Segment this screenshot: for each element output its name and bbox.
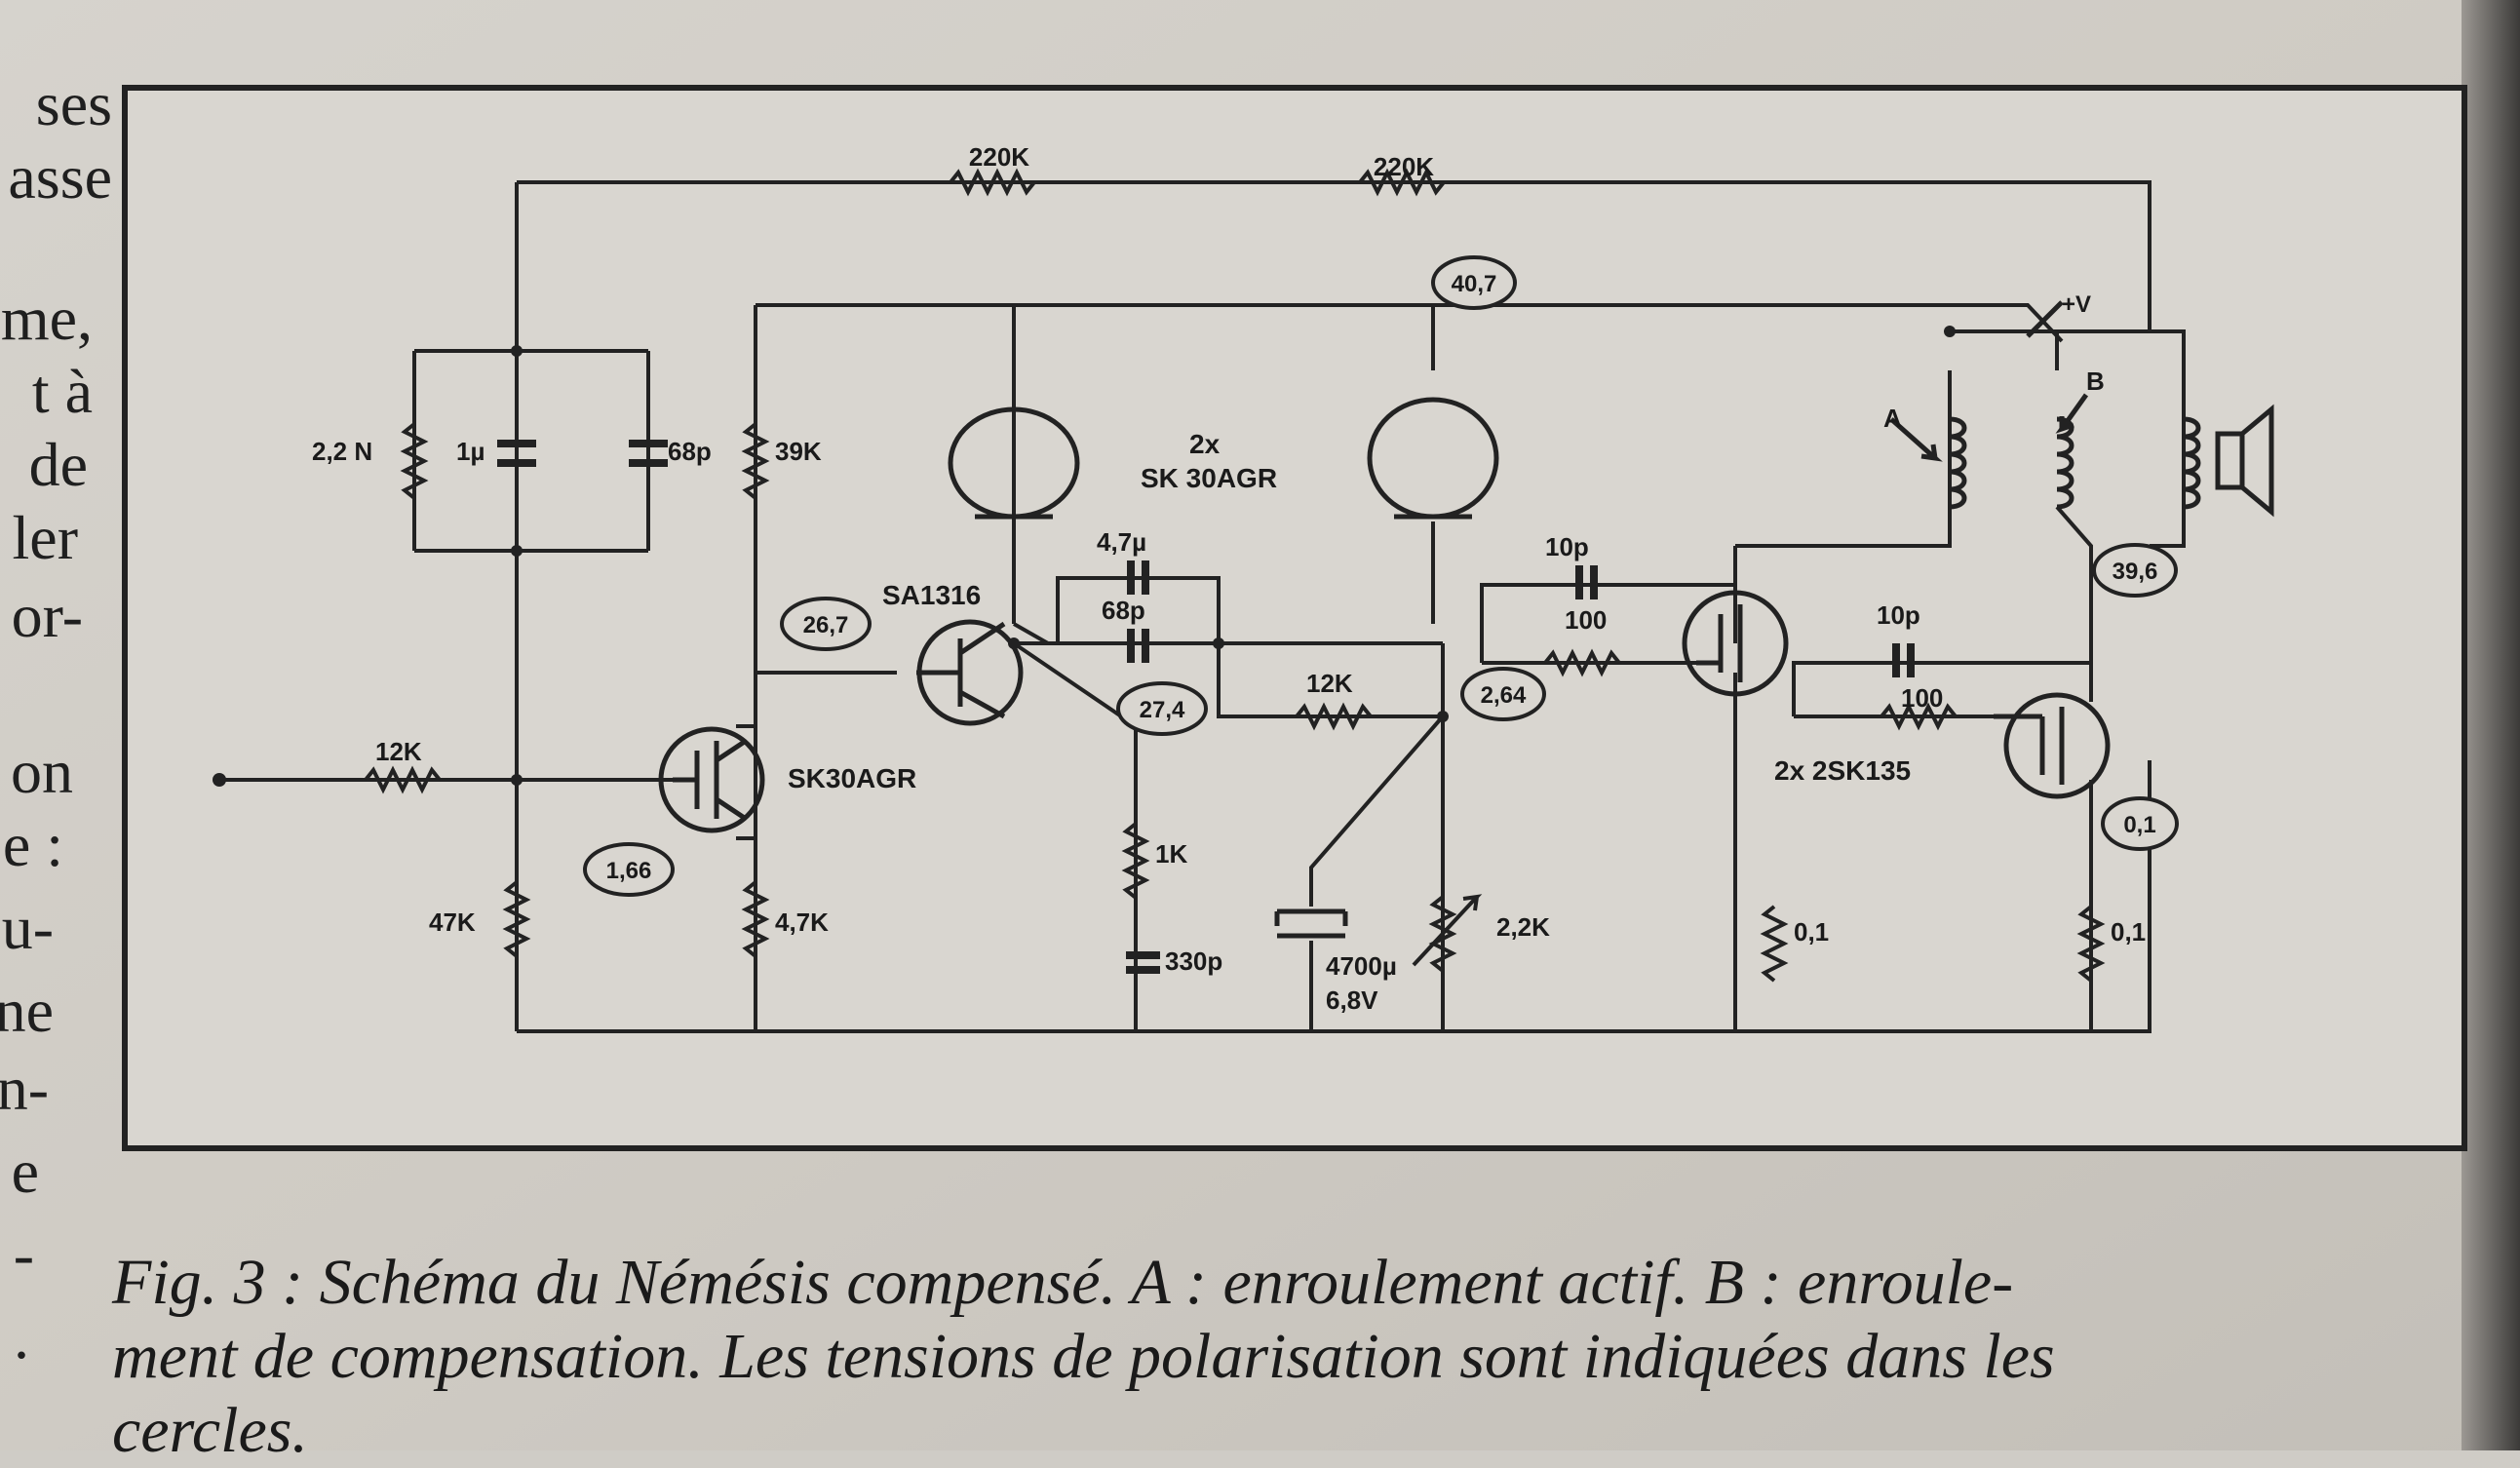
- margin-line: ne: [0, 976, 54, 1045]
- voltage-label: 0,1: [2123, 812, 2155, 838]
- label-r-100-b: 100: [1901, 683, 1943, 713]
- label-coil-a: A: [1883, 404, 1902, 433]
- label-pot-2k2: 2,2K: [1496, 912, 1550, 942]
- label-r-4k7: 4,7K: [775, 908, 829, 937]
- label-c-68p: 68p: [668, 437, 712, 466]
- resistors: [364, 168, 2106, 983]
- label-c-10p-a: 10p: [1545, 532, 1589, 561]
- label-coil-b: B: [2086, 367, 2105, 396]
- junction-dot: [511, 545, 523, 557]
- margin-line: -: [13, 1219, 34, 1289]
- label-tubes: 2x: [1189, 429, 1221, 459]
- label-r-100-a: 100: [1565, 605, 1607, 635]
- junction-dot: [1944, 326, 1956, 337]
- junction-dot: [1213, 637, 1224, 649]
- capacitors: [497, 440, 1915, 974]
- input-terminal: [213, 773, 226, 787]
- label-c-4700: 4700µ: [1326, 951, 1397, 981]
- label-c-4u7: 4,7µ: [1097, 527, 1146, 557]
- margin-line: ler: [12, 503, 79, 572]
- figure-frame: [122, 85, 2467, 1151]
- label-c-330p: 330p: [1165, 946, 1222, 976]
- junction-dot: [1008, 637, 1020, 649]
- margin-line: ses: [35, 69, 112, 138]
- label-r-top-left: 220K: [969, 142, 1029, 172]
- coil-a: [1949, 416, 1967, 510]
- margin-line: on: [11, 737, 73, 806]
- wires: [219, 180, 2186, 1033]
- tubes: [948, 397, 1499, 520]
- speaker-coil: [2183, 416, 2201, 510]
- label-tubes-type: SK 30AGR: [1141, 463, 1277, 493]
- margin-line: t à: [31, 357, 93, 426]
- junction-dot: [511, 345, 523, 357]
- label-r-12k-mid: 12K: [1306, 669, 1353, 698]
- label-c-1u: 1µ: [456, 437, 485, 466]
- margin-line: asse: [8, 142, 112, 212]
- electrolytic-cap: [1274, 908, 1348, 939]
- speaker-icon: [2215, 404, 2274, 518]
- label-fet1: SK30AGR: [788, 763, 916, 793]
- voltage-label: 26,7: [803, 612, 849, 638]
- label-r-1k: 1K: [1155, 839, 1187, 869]
- margin-line: de: [28, 430, 88, 499]
- margin-line: .: [14, 1302, 29, 1371]
- margin-line: me,: [0, 284, 93, 353]
- label-r-12k-in: 12K: [375, 737, 422, 766]
- fet-symbol: [1682, 590, 1789, 697]
- book-edge-shadow: [2462, 0, 2520, 1450]
- label-bjt: SA1316: [882, 580, 981, 610]
- voltage-label: 2,64: [1481, 682, 1527, 709]
- voltage-markers: [583, 255, 2179, 897]
- figure-caption-line: ment de compensation. Les tensions de po…: [112, 1321, 2055, 1392]
- label-c-68p-mid: 68p: [1102, 596, 1145, 625]
- label-r-01-b: 0,1: [2111, 917, 2146, 946]
- figure-caption-line: Fig. 3 : Schéma du Némésis compensé. A :…: [112, 1247, 2014, 1318]
- margin-line: or-: [11, 581, 83, 650]
- voltage-label: 39,6: [2113, 559, 2158, 585]
- voltage-label: 40,7: [1452, 271, 1497, 297]
- junction-dot: [1437, 711, 1449, 722]
- label-r-39k: 39K: [775, 437, 822, 466]
- label-r-01-a: 0,1: [1794, 917, 1829, 946]
- margin-line: e: [11, 1137, 39, 1206]
- vplus-terminal: [2026, 300, 2064, 338]
- label-c-10p-b: 10p: [1877, 600, 1920, 630]
- label-r-top-right: 220K: [1374, 152, 1434, 181]
- voltage-label: 27,4: [1140, 697, 1185, 723]
- margin-line: n-: [0, 1054, 49, 1123]
- coil-b-arrow: [2055, 393, 2089, 434]
- label-r-22n: 2,2 N: [312, 437, 372, 466]
- margin-line: u-: [1, 893, 54, 962]
- coil-a-arrow: [1889, 417, 1943, 462]
- label-c-4700-v: 6,8V: [1326, 985, 1378, 1015]
- margin-line: e :: [2, 810, 63, 879]
- coils: [1889, 300, 2274, 518]
- fet-symbol: [658, 726, 765, 833]
- fet-symbol: [2003, 692, 2111, 799]
- junction-dot: [511, 774, 523, 786]
- transistors: [658, 590, 2111, 833]
- coil-b: [2056, 416, 2074, 510]
- figure-caption-line: cercles.: [112, 1395, 308, 1466]
- label-vplus: +V: [2062, 291, 2091, 318]
- voltage-label: 1,66: [606, 858, 652, 884]
- label-fets-out: 2x 2SK135: [1774, 755, 1911, 786]
- label-r-47k: 47K: [429, 908, 476, 937]
